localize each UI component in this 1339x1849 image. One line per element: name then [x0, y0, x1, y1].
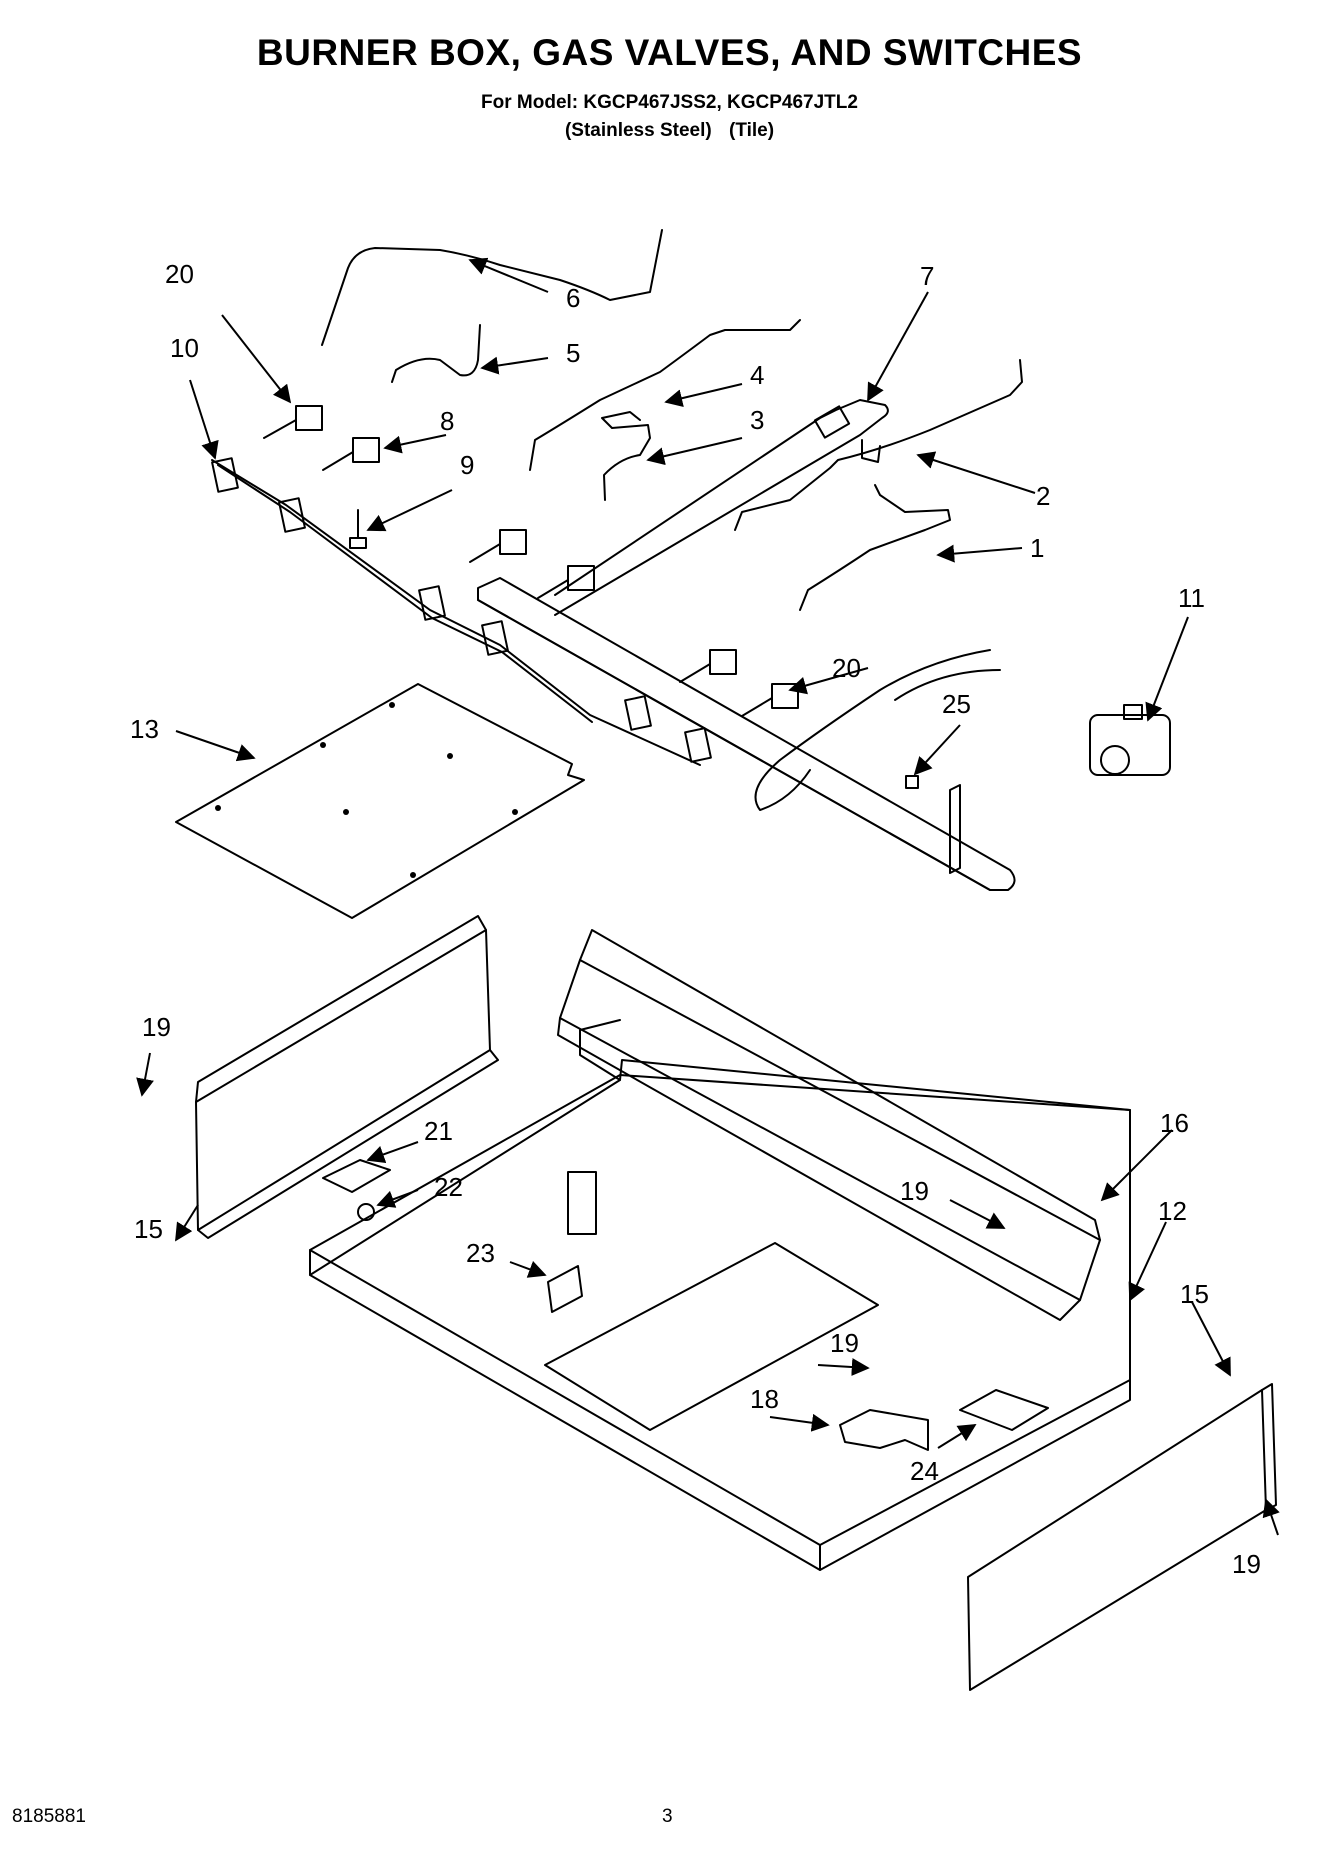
plate-24	[959, 1389, 1049, 1431]
callout-8: 8	[440, 406, 454, 436]
callout-7: 7	[920, 261, 934, 291]
callout-1: 1	[1030, 533, 1044, 563]
callout-19-c: 19	[830, 1328, 859, 1358]
bracket-18	[839, 1409, 929, 1451]
callout-24: 24	[910, 1456, 939, 1486]
item-22	[357, 1203, 375, 1221]
gas-regulator-11	[1089, 704, 1171, 776]
callout-20-b: 20	[832, 653, 861, 683]
callout-5: 5	[566, 338, 580, 368]
tube-2	[734, 359, 1023, 531]
manifold-rail	[477, 577, 1016, 891]
callout-11: 11	[1178, 583, 1205, 613]
callout-20-a: 20	[165, 259, 194, 289]
heat-shield-16	[559, 959, 1101, 1301]
bracket-21	[322, 1159, 391, 1193]
burner-pipe-7	[554, 399, 889, 616]
callout-15-left: 15	[134, 1214, 163, 1244]
tube-4	[529, 319, 801, 471]
page-title: BURNER BOX, GAS VALVES, AND SWITCHES	[256, 32, 1083, 73]
callout-25: 25	[942, 689, 971, 719]
callout-10: 10	[170, 333, 199, 363]
callout-18: 18	[750, 1384, 779, 1414]
switch-harness	[211, 459, 701, 766]
item-23b	[567, 1171, 597, 1235]
callout-9: 9	[460, 450, 474, 480]
tube-5	[391, 324, 481, 383]
callout-23: 23	[466, 1238, 495, 1268]
callout-19-b: 19	[900, 1176, 929, 1206]
back-wall	[579, 1019, 1131, 1111]
callout-6: 6	[566, 283, 580, 313]
page-number: 3	[662, 1806, 673, 1827]
insulation-plate-13	[175, 683, 585, 919]
tube-6	[321, 229, 663, 346]
side-panel-15-right	[967, 1389, 1267, 1691]
callout-15-right: 15	[1180, 1279, 1209, 1309]
item-25	[905, 775, 919, 789]
variant-tile: (Tile)	[729, 120, 775, 141]
callout-13: 13	[130, 714, 159, 744]
callout-19-d: 19	[1232, 1549, 1261, 1579]
tube-1	[799, 484, 951, 611]
burner-box-12	[309, 1074, 1131, 1546]
screw-9	[349, 509, 367, 549]
variant-line: (Stainless Steel) (Tile)	[0, 120, 1339, 142]
bracket-23	[547, 1265, 583, 1313]
callout-12: 12	[1158, 1196, 1187, 1226]
switch-blocks	[211, 457, 712, 763]
callout-19-a: 19	[142, 1012, 171, 1042]
callout-2: 2	[1036, 481, 1050, 511]
callout-4: 4	[750, 360, 764, 390]
igniter-wire	[754, 649, 991, 811]
model-line: For Model: KGCP467JSS2, KGCP467JTL2	[481, 92, 858, 113]
variant-stainless: (Stainless Steel)	[564, 120, 712, 141]
mount-bracket	[949, 784, 961, 874]
callout-16: 16	[1160, 1108, 1189, 1138]
callout-3: 3	[750, 405, 764, 435]
gas-valves	[263, 405, 799, 717]
tube-3	[601, 411, 651, 501]
document-number: 8185881	[12, 1806, 86, 1827]
burner-pipe-bracket	[813, 405, 851, 439]
box-center-panel	[544, 1242, 879, 1431]
callout-21: 21	[424, 1116, 453, 1146]
callout-22: 22	[434, 1172, 463, 1202]
